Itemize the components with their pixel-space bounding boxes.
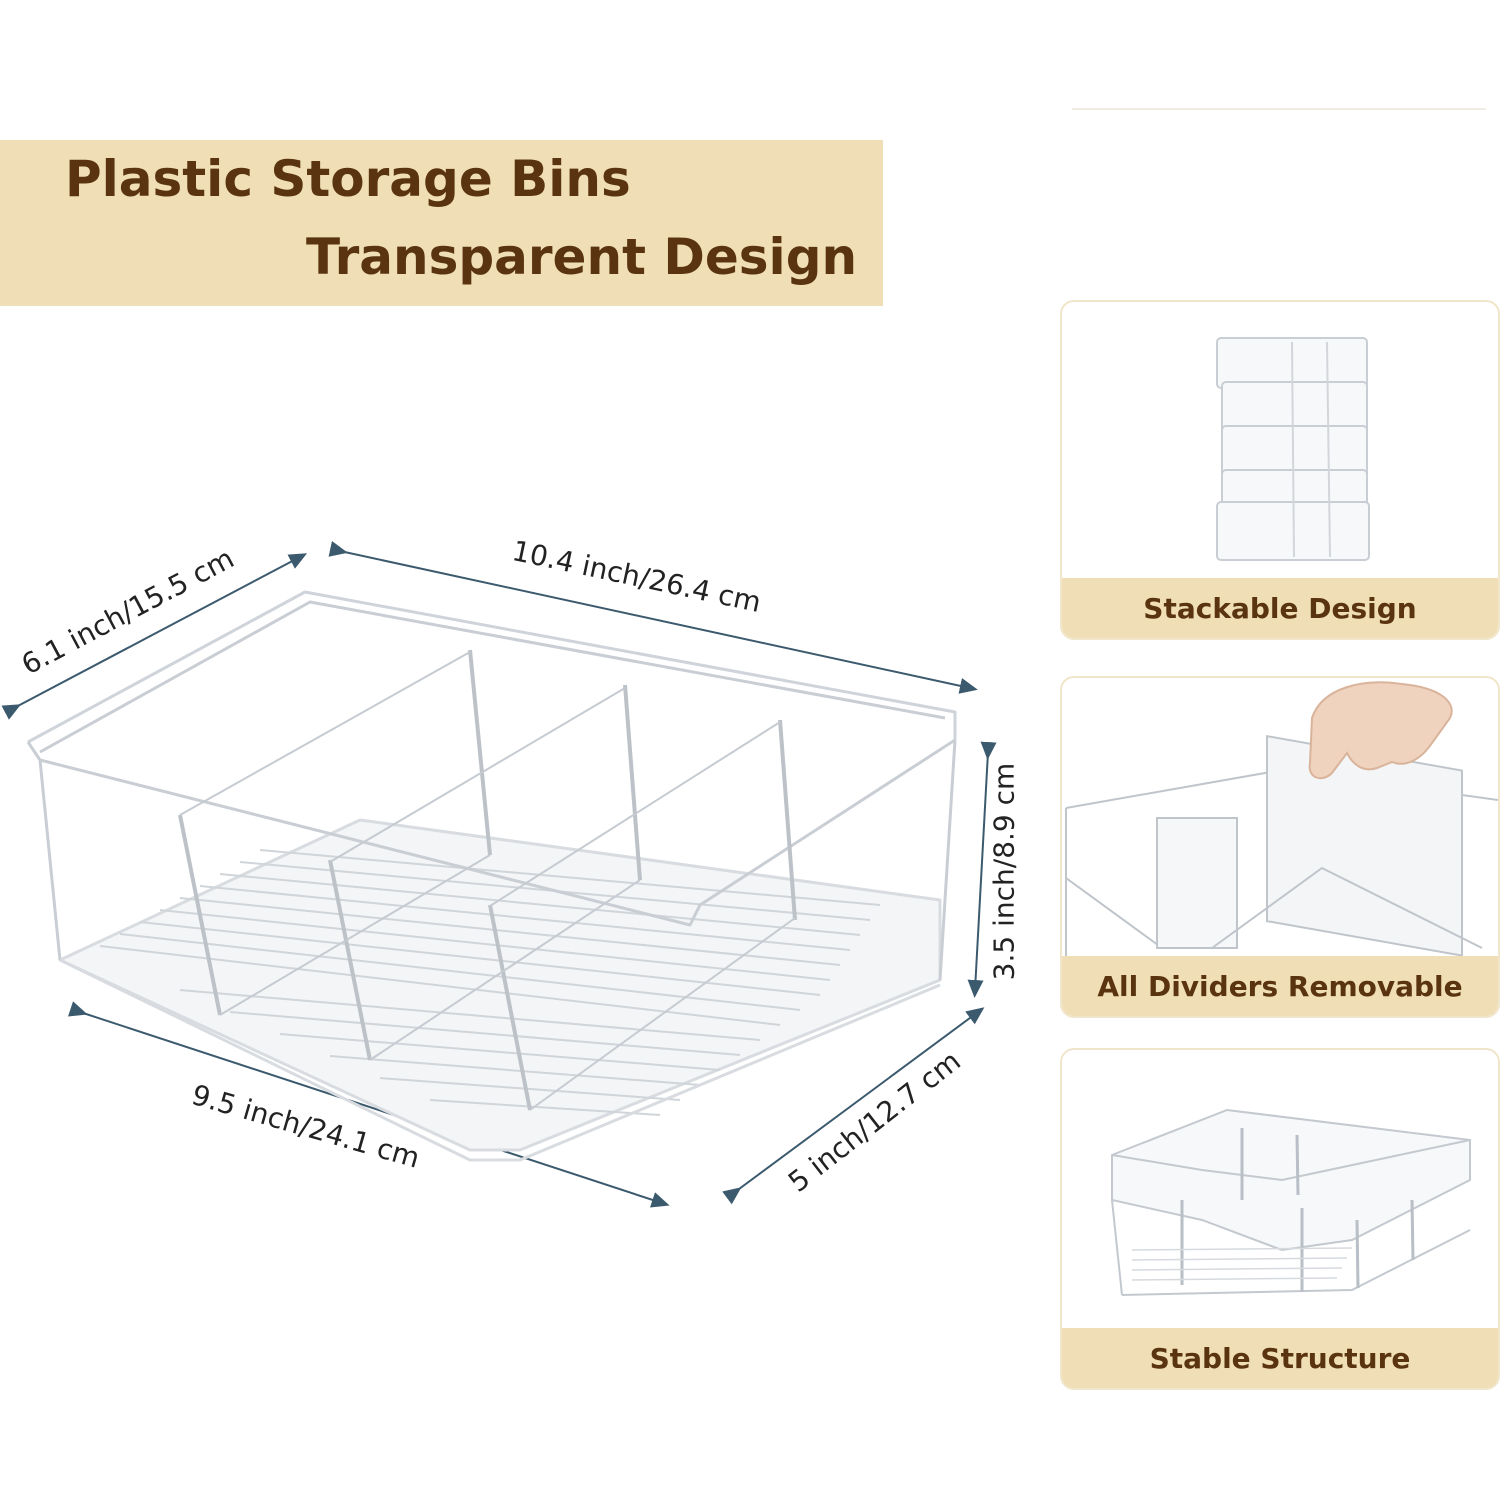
removable-divider-image	[1065, 681, 1498, 958]
title-banner	[0, 140, 883, 306]
title-line-1: Plastic Storage Bins	[65, 150, 631, 208]
feature-card-structure: Stable Structure	[1060, 1048, 1500, 1390]
main-bin-illustration	[1, 541, 997, 1208]
length-top-arrow	[328, 541, 978, 694]
title-line-2: Transparent Design	[306, 228, 858, 286]
feature-label-stackable: Stackable Design	[1062, 578, 1498, 638]
length-bottom-arrow	[68, 1001, 670, 1208]
feature-label-dividers: All Dividers Removable	[1062, 956, 1498, 1016]
feature-label-structure: Stable Structure	[1062, 1328, 1498, 1388]
feature-card-stackable: Stackable Design	[1060, 300, 1500, 640]
depth-top-arrow	[1, 553, 308, 720]
hand-icon	[1308, 681, 1453, 780]
depth-bottom-arrow	[722, 1007, 985, 1205]
single-bin-image	[1111, 1108, 1471, 1296]
stacked-bins-image	[1216, 337, 1370, 561]
height-arrow	[967, 741, 997, 998]
dimension-height: 3.5 inch/8.9 cm	[987, 762, 1021, 981]
divider-line	[1072, 108, 1486, 110]
feature-card-dividers: All Dividers Removable	[1060, 676, 1500, 1018]
